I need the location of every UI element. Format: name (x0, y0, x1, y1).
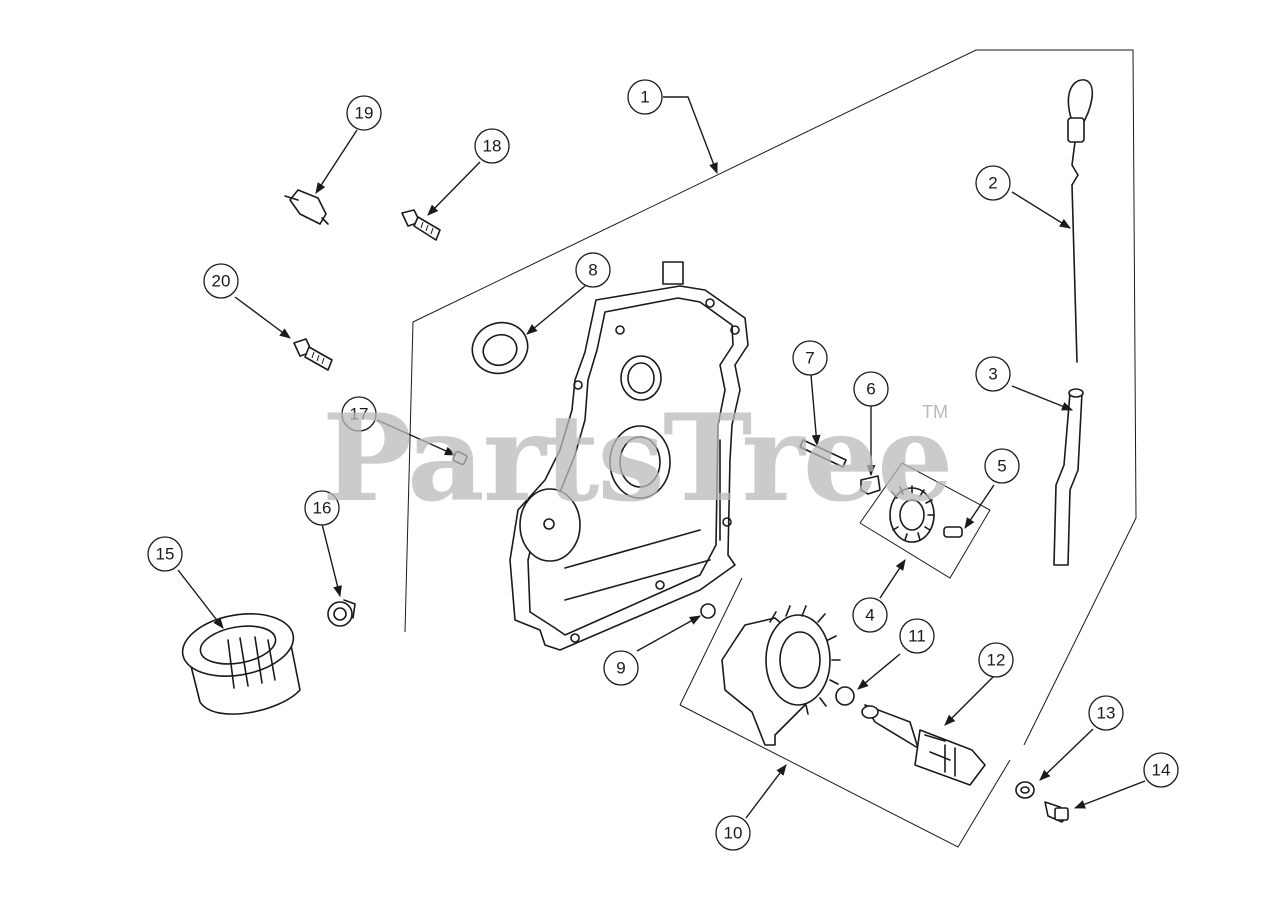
callout-14[interactable]: 14 (1143, 752, 1179, 788)
watermark-text: PartsTree (322, 388, 951, 529)
callout-3-label: 3 (988, 365, 997, 384)
crankcase-cover-part (509, 261, 749, 651)
dowel-pin-part (799, 439, 847, 468)
callout-18-label: 18 (483, 137, 502, 156)
governor-shaft-part (860, 475, 881, 495)
callout-8[interactable]: 8 (575, 252, 611, 288)
callout-4-label: 4 (865, 606, 874, 625)
bolt-left-part (293, 338, 333, 371)
callout-15-label: 15 (156, 545, 175, 564)
oil-filter-part (181, 613, 301, 715)
callout-11-label: 11 (908, 627, 926, 646)
callout-16-label: 16 (313, 499, 332, 518)
dipstick-tube-part (1053, 388, 1084, 566)
callout-11[interactable]: 11 (899, 618, 935, 654)
callout-5-label: 5 (997, 457, 1006, 476)
oil-pickup-part (861, 704, 986, 786)
pressure-switch-part (284, 189, 329, 225)
callout-18[interactable]: 18 (474, 128, 510, 164)
callout-12-label: 12 (987, 651, 1006, 670)
callout-19[interactable]: 19 (346, 95, 382, 131)
callout-9[interactable]: 9 (603, 650, 639, 686)
callout-19-label: 19 (355, 104, 374, 123)
dipstick-part (1067, 79, 1094, 363)
plug-part (327, 599, 356, 627)
callout-13-label: 13 (1097, 704, 1116, 723)
callout-2[interactable]: 2 (975, 165, 1011, 201)
callout-7[interactable]: 7 (792, 340, 828, 376)
assembly-outline (404, 49, 1137, 848)
callout-12[interactable]: 12 (978, 642, 1014, 678)
callout-15[interactable]: 15 (147, 536, 183, 572)
callout-10[interactable]: 10 (715, 815, 751, 851)
callout-10-label: 10 (724, 824, 743, 843)
o-ring-part (835, 686, 855, 706)
callout-8-label: 8 (588, 261, 597, 280)
callout-5[interactable]: 5 (984, 448, 1020, 484)
callout-7-label: 7 (805, 349, 814, 368)
callout-17[interactable]: 17 (341, 396, 377, 432)
watermark-tm: TM (922, 402, 948, 422)
oil-pump-part (721, 605, 841, 746)
callout-9-label: 9 (616, 659, 625, 678)
oil-seal-part (471, 321, 529, 375)
washer-part (1015, 781, 1035, 799)
callout-4[interactable]: 4 (852, 597, 888, 633)
callout-2-label: 2 (988, 174, 997, 193)
callout-20-label: 20 (212, 272, 231, 291)
callout-1[interactable]: 1 (627, 79, 663, 115)
callout-16[interactable]: 16 (304, 490, 340, 526)
drain-plug-part (1044, 801, 1069, 823)
callout-20[interactable]: 20 (203, 263, 239, 299)
leader-lines (177, 96, 1146, 819)
callout-14-label: 14 (1152, 761, 1171, 780)
bolt-part (401, 209, 441, 241)
governor-gear-part (889, 485, 935, 543)
callout-1-label: 1 (640, 88, 649, 107)
callout-6[interactable]: 6 (853, 371, 889, 407)
callout-3[interactable]: 3 (975, 356, 1011, 392)
governor-pin-part (943, 526, 963, 538)
o-ring-small-part (700, 603, 716, 619)
callout-13[interactable]: 13 (1088, 695, 1124, 731)
callout-6-label: 6 (866, 380, 875, 399)
callout-17-label: 17 (350, 405, 369, 424)
